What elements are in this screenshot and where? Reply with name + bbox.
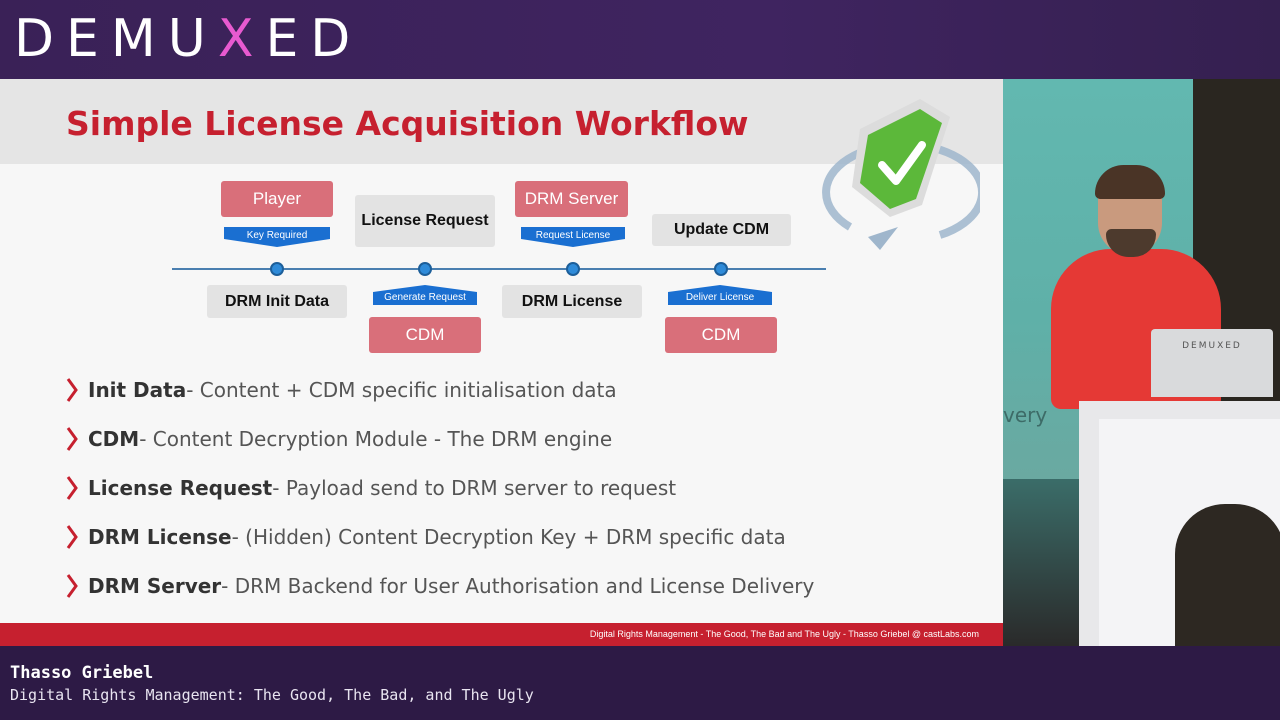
cdm-box-2: CDM [665, 317, 777, 353]
player-box: Player [221, 181, 333, 217]
tag-generate-request: Generate Request [373, 285, 477, 305]
bullet-desc: - DRM Backend for User Authorisation and… [221, 574, 815, 598]
slide-footer: Digital Rights Management - The Good, Th… [0, 623, 1003, 646]
bullet-desc: - (Hidden) Content Decryption Key + DRM … [231, 525, 786, 549]
speaker-hair [1095, 165, 1165, 199]
bullet-desc: - Content + CDM specific initialisation … [186, 378, 617, 402]
drm-license-box: DRM License [502, 285, 642, 318]
list-item: License Request - Payload send to DRM se… [66, 473, 966, 503]
list-item: Init Data - Content + CDM specific initi… [66, 375, 966, 405]
laptop-label: DEMUXED [1182, 341, 1242, 351]
drm-init-data-box: DRM Init Data [207, 285, 347, 318]
chevron-right-icon [66, 525, 78, 549]
laptop: DEMUXED [1151, 329, 1273, 397]
bullet-term: CDM [88, 427, 140, 451]
presentation-slide: Simple License Acquisition Workflow Play… [0, 79, 1003, 646]
drm-server-box: DRM Server [515, 181, 628, 217]
logo-text: DEMU [14, 9, 218, 69]
bullet-term: License Request [88, 476, 273, 500]
shield-check-icon [822, 99, 980, 250]
timeline-node [714, 262, 728, 276]
tag-deliver-license: Deliver License [668, 285, 772, 305]
bullet-desc: - Content Decryption Module - The DRM en… [139, 427, 613, 451]
bullet-term: DRM License [88, 525, 232, 549]
slide-header [0, 79, 1003, 164]
audience-member [1175, 504, 1280, 646]
background-screen-text: very [1003, 403, 1048, 427]
logo-x: X [217, 9, 266, 69]
update-cdm-box: Update CDM [652, 214, 791, 246]
logo-tail: ED [265, 9, 363, 69]
speaker-camera-view: very DEMUXED [1003, 79, 1280, 646]
license-request-box: License Request [355, 195, 495, 247]
slide-title: Simple License Acquisition Workflow [66, 104, 749, 143]
cdm-box-1: CDM [369, 317, 481, 353]
timeline-node [418, 262, 432, 276]
footer-text: Digital Rights Management - The Good, Th… [589, 629, 979, 639]
chevron-right-icon [66, 574, 78, 598]
timeline-node [270, 262, 284, 276]
bullet-term: Init Data [88, 378, 187, 402]
tag-request-license: Request License [521, 227, 625, 247]
talk-title: Digital Rights Management: The Good, The… [10, 686, 534, 704]
bullet-term: DRM Server [88, 574, 222, 598]
chevron-right-icon [66, 476, 78, 500]
list-item: DRM License - (Hidden) Content Decryptio… [66, 522, 966, 552]
tag-key-required: Key Required [224, 227, 330, 247]
lower-third-bar [0, 646, 1280, 720]
list-item: CDM - Content Decryption Module - The DR… [66, 424, 966, 454]
timeline-node [566, 262, 580, 276]
speaker-name: Thasso Griebel [10, 663, 154, 683]
chevron-right-icon [66, 378, 78, 402]
bullet-desc: - Payload send to DRM server to request [272, 476, 677, 500]
list-item: DRM Server - DRM Backend for User Author… [66, 571, 966, 601]
chevron-right-icon [66, 427, 78, 451]
workflow-timeline [172, 268, 826, 270]
